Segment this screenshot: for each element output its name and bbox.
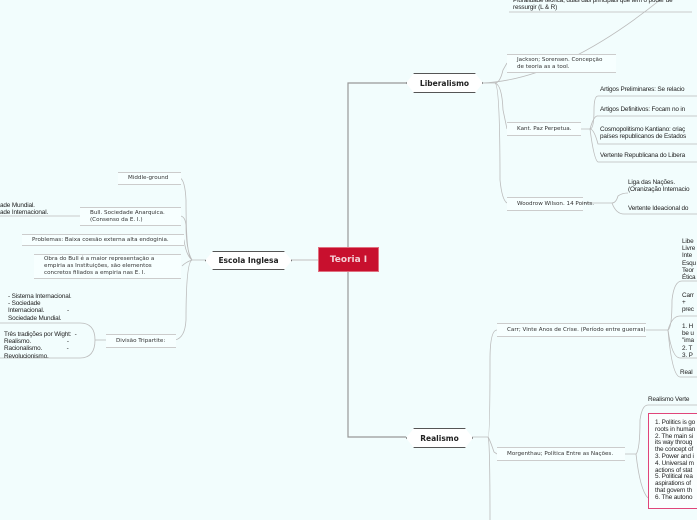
node-problemas[interactable]: Problemas: Baixa coesão externa alta end… (22, 234, 184, 246)
wilson-child[interactable]: Liga das Nações. (Oranização Internacio (628, 179, 690, 194)
carr-child[interactable]: Real (680, 369, 693, 376)
node-obra-bull[interactable]: Obra do Bull é a maior representação a e… (34, 254, 181, 279)
carr-child[interactable]: Carr + prec (682, 292, 694, 314)
node-kant[interactable]: Kant. Paz Perpetua. (507, 122, 581, 136)
node-carr[interactable]: Carr; Vinte Anos de Crise. (Período entr… (497, 323, 646, 337)
node-bull[interactable]: Bull. Sociedade Anarquica. (Consenso da … (80, 207, 181, 226)
topic-liberalismo[interactable]: Liberalismo (406, 73, 483, 93)
central-topic[interactable]: Teoria I (318, 247, 379, 272)
sistema-text[interactable]: - Sistema Internacional. - Sociedade Int… (8, 293, 72, 322)
note-pluralidade[interactable]: Pluralidade teórica, duas das principais… (513, 0, 673, 12)
topic-escola-inglesa[interactable]: Escola Inglesa (205, 251, 292, 270)
morgenthau-principles-box[interactable]: 1. Politics is go roots in human 2. The … (648, 413, 697, 509)
kant-child[interactable]: Cosmopolitismo Kantiano: criaç países re… (600, 126, 687, 141)
principles-text: 1. Politics is go roots in human 2. The … (655, 419, 696, 501)
bull-child[interactable]: ade Mundial. ade Internacional. (0, 202, 49, 217)
kant-child[interactable]: Vertente Republicana do Libera (600, 152, 686, 159)
carr-child[interactable]: 1. H be u "ima 2. T 3. P (682, 323, 694, 359)
morgenthau-vertente[interactable]: Realismo Verte (648, 396, 690, 403)
kant-child[interactable]: Artigos Preliminares: Se relacio (600, 86, 685, 93)
topic-realismo[interactable]: Realismo (406, 428, 473, 448)
carr-child[interactable]: Libe Livre Inte Esqu Teor Ética (682, 238, 696, 282)
node-morgenthau[interactable]: Morgenthau; Política Entre as Nações. (497, 447, 625, 461)
node-divisao-tripartite[interactable]: Divisão Tripartite: (106, 334, 176, 348)
node-jackson-sorensen[interactable]: Jackson; Sorensen. Concepção de teoria a… (507, 54, 616, 73)
kant-child[interactable]: Artigos Definitivos: Focam no in (600, 106, 686, 113)
node-wilson[interactable]: Woodrow Wilson. 14 Points. (507, 197, 594, 211)
wilson-child[interactable]: Vertente Ideacional do (628, 205, 689, 212)
tres-tradicoes[interactable]: Três tradições por Wight: - Realismo. - … (4, 331, 77, 360)
node-middle-ground[interactable]: Middle-ground (118, 172, 181, 185)
